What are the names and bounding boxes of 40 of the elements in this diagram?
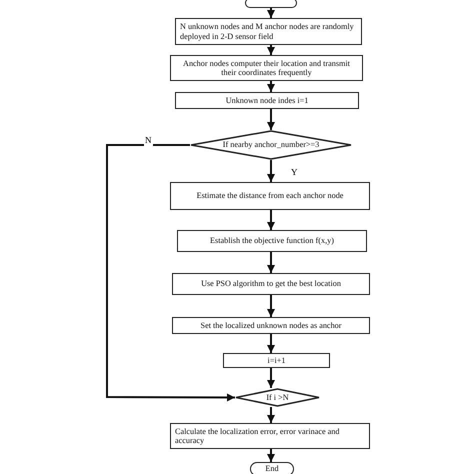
process-box [172, 317, 370, 334]
node-text: N unknown nodes and M anchor nodes are randomly deployed in 2-D sensor field [179, 22, 355, 41]
arrow [267, 8, 275, 18]
arrow [267, 45, 275, 55]
arrow [267, 407, 275, 423]
terminal-box [250, 462, 294, 474]
arrow [267, 449, 275, 462]
arrow [106, 144, 235, 402]
arrow [267, 210, 275, 230]
node-text: Set the localized unknown nodes as anchor [200, 320, 342, 330]
process-box [177, 230, 367, 252]
node-text: Use PSO algorithm to get the best location [200, 279, 342, 289]
arrow [267, 252, 275, 273]
node-text: End [264, 464, 280, 474]
edge-label: N [144, 136, 152, 146]
node-text: Unknown node indes i=1 [224, 96, 310, 106]
node-text: If nearby anchor_number>=3 [222, 140, 320, 150]
node-text: If i >N [265, 392, 290, 402]
process-box [223, 353, 330, 368]
arrow [267, 295, 275, 317]
node-text: Estimate the distance from each anchor node [196, 191, 344, 201]
node-text: i=i+1 [266, 356, 286, 366]
process-box [170, 423, 370, 449]
node-text: Establish the objective function f(x,y) [209, 236, 335, 246]
arrow [267, 160, 275, 182]
process-box [175, 18, 362, 45]
edge-label: Y [290, 168, 298, 178]
node-text: Calculate the localization error, error varinace and accuracy [174, 426, 340, 446]
arrow [267, 81, 275, 92]
process-box [172, 273, 370, 295]
terminal-box [245, 0, 297, 8]
arrow [267, 334, 275, 353]
decision-diamond [190, 130, 352, 160]
decision-diamond [235, 388, 320, 407]
arrow [267, 368, 275, 388]
process-box [170, 55, 363, 81]
process-box [170, 182, 370, 210]
node-text: Anchor nodes computer their location and transmit their coordinates frequently [182, 58, 351, 78]
process-box [175, 92, 359, 109]
arrow [267, 109, 275, 130]
